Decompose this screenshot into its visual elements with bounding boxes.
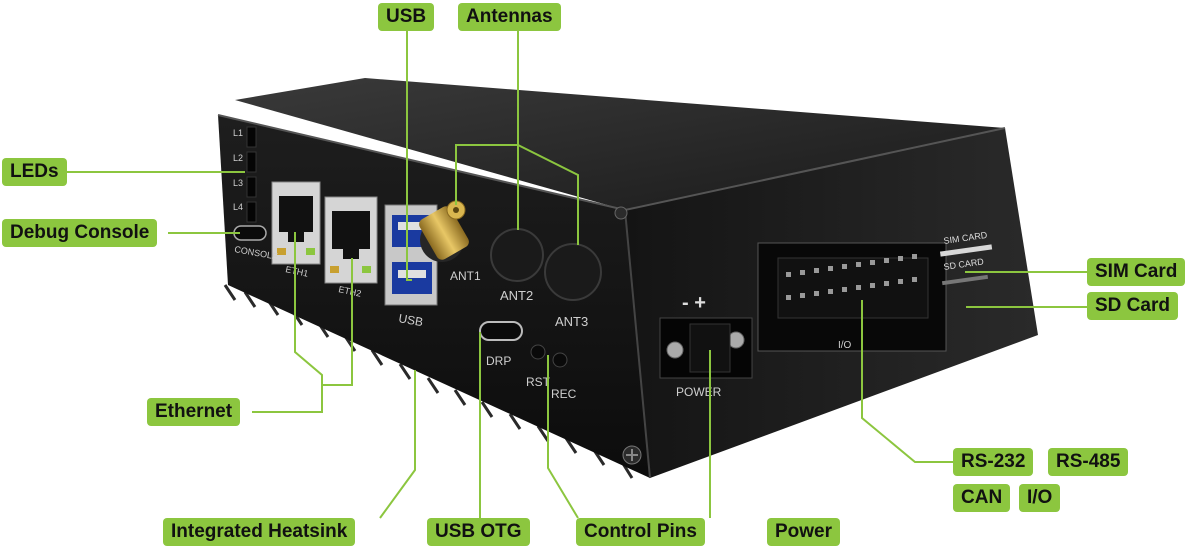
callout-rs485: RS-485 [1048,448,1129,476]
leader-antennas-right [517,144,579,245]
power-connector [659,317,753,379]
leader-ethernet-eth2 [322,258,353,386]
callout-usb: USB [378,3,435,31]
leader-control-pins [547,355,579,519]
silk-l2: L2 [233,153,243,163]
leader-lines [65,30,1088,519]
antenna-connector-2 [490,228,544,282]
callout-debug-console: Debug Console [2,219,158,247]
silk-polarity: - + [682,292,706,314]
callout-rs232: RS-232 [953,448,1034,476]
silk-power: POWER [676,385,722,399]
leader-antennas-left [455,144,518,205]
silk-rec: REC [551,387,577,401]
antenna-connector-3 [544,243,602,301]
callout-sim-card: SIM Card [1087,258,1186,286]
silk-l3: L3 [233,178,243,188]
callout-can: CAN [953,484,1011,512]
callout-control-pins: Control Pins [576,518,705,546]
leader-io [861,300,955,463]
sd-card-slot [941,274,989,286]
leader-integrated-heatsink [379,370,416,519]
silk-ant3: ANT3 [555,314,588,329]
io-header [757,242,947,352]
silk-drp: DRP [486,354,511,368]
callout-ethernet: Ethernet [147,398,241,426]
silk-ant2: ANT2 [500,288,533,303]
callout-integrated-heatsink: Integrated Heatsink [163,518,356,546]
leader-usb [406,30,412,281]
reset-button [530,344,546,360]
silk-ant1: ANT1 [450,269,481,283]
silk-usb: USB [397,311,424,329]
silk-l4: L4 [233,202,243,212]
sim-card-slot [939,244,993,257]
led-indicators [246,126,257,223]
silk-eth2: ETH2 [338,284,363,299]
silk-io: I/O [838,340,852,351]
callout-leds: LEDs [2,158,67,186]
recovery-button [552,352,568,368]
silk-l1: L1 [233,128,243,138]
silk-rst: RST [526,375,551,389]
callout-antennas: Antennas [458,3,561,31]
antenna-connector-1 [419,200,469,262]
silk-eth1: ETH1 [285,264,310,279]
leader-ethernet-eth1 [252,232,323,413]
callout-usb-otg: USB OTG [427,518,530,546]
callout-power: Power [767,518,841,546]
callout-sd-card: SD Card [1087,292,1178,320]
callout-io: I/O [1019,484,1061,512]
usb-otg-port [479,321,523,341]
enclosure-top [235,78,1005,210]
